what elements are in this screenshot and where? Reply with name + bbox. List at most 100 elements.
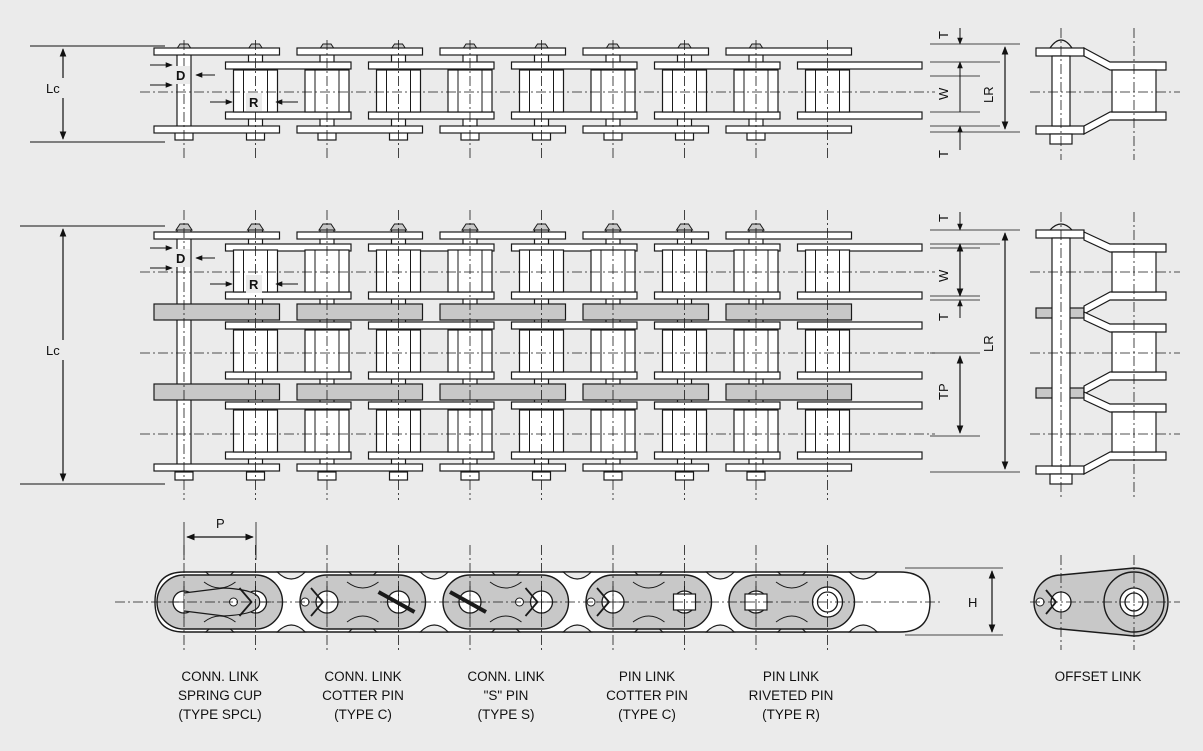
triple-strand-view (140, 210, 935, 500)
h-label: H (968, 595, 977, 610)
side-inner-plate (1083, 311, 1167, 333)
svg-text:COTTER PIN: COTTER PIN (322, 688, 404, 703)
outer-plate-bottom (582, 463, 710, 472)
inner-plate-bottom (224, 451, 352, 460)
outer-plate-top (153, 47, 281, 56)
svg-text:PIN LINK: PIN LINK (763, 669, 819, 684)
svg-text:(TYPE C): (TYPE C) (334, 707, 392, 722)
inner-plate-top (367, 321, 495, 330)
side-outer-plate (1035, 125, 1085, 135)
outer-plate-bottom (296, 463, 424, 472)
side-inner-plate (1083, 231, 1167, 253)
single-strand-view (140, 40, 935, 158)
d-label-single: D (176, 68, 185, 83)
inner-plate-bottom (653, 291, 781, 300)
svg-text:PIN LINK: PIN LINK (619, 669, 675, 684)
caption-spcl: CONN. LINK SPRING CUP (TYPE SPCL) (178, 669, 262, 722)
inner-plate-top (796, 401, 923, 410)
inner-plate-bottom (510, 451, 638, 460)
outer-plate-bottom (153, 463, 281, 472)
pin-head (246, 223, 265, 231)
outer-plate-top (153, 231, 281, 240)
svg-text:(TYPE R): (TYPE R) (762, 707, 820, 722)
side-outer-plate (1035, 229, 1085, 239)
inner-plate-top (224, 243, 352, 252)
pin-head (747, 223, 765, 231)
single-side-view (1030, 28, 1180, 160)
center-plate (725, 303, 853, 321)
svg-text:CONN. LINK: CONN. LINK (181, 669, 258, 684)
lc-label-triple: Lc (46, 343, 60, 358)
side-inner-plate (1083, 46, 1167, 71)
lr-label-triple: LR (981, 335, 996, 352)
outer-link (585, 574, 713, 630)
outer-plate-top (582, 47, 710, 56)
cotter-pin (238, 587, 253, 617)
link-profile-view (115, 545, 1180, 650)
lr-label-single: LR (981, 86, 996, 103)
center-plate (153, 303, 281, 321)
dim-twr-triple: T W T TP LR (930, 212, 1020, 473)
inner-plate-top (653, 61, 781, 70)
inner-plate-bottom (510, 111, 638, 120)
svg-text:(TYPE S): (TYPE S) (477, 707, 534, 722)
pin-head (318, 223, 336, 231)
outer-plate-top (582, 231, 710, 240)
offset-link (1030, 555, 1180, 650)
inner-plate-bottom (510, 371, 638, 380)
svg-text:CONN. LINK: CONN. LINK (467, 669, 544, 684)
r-label-single: R (249, 95, 259, 110)
side-inner-plate (1083, 111, 1167, 136)
t-label-triple-mid: T (936, 313, 951, 321)
lc-label-single: Lc (46, 81, 60, 96)
inner-plate-top (367, 61, 495, 70)
pin-head (175, 223, 193, 231)
dim-r-triple: R (210, 275, 298, 293)
inner-plate-top (224, 321, 352, 330)
svg-text:COTTER PIN: COTTER PIN (606, 688, 688, 703)
inner-plate-top (367, 243, 495, 252)
outer-plate-bottom (153, 125, 281, 134)
pin-head (604, 223, 622, 231)
center-plate (582, 303, 710, 321)
center-plate (296, 383, 424, 401)
svg-text:"S" PIN: "S" PIN (484, 688, 529, 703)
w-label-single: W (936, 87, 951, 100)
dim-r-single: R (210, 93, 298, 111)
tp-label: TP (936, 383, 951, 400)
inner-plate-bottom (796, 451, 923, 460)
side-inner-plate (1083, 291, 1167, 316)
s-pin (449, 590, 487, 614)
caption-offset: OFFSET LINK (1055, 669, 1142, 684)
outer-plate-top (296, 47, 424, 56)
inner-plate-top (224, 61, 352, 70)
outer-plate-bottom (725, 125, 853, 134)
pin-head (389, 223, 408, 231)
triple-side-view (1030, 212, 1180, 500)
inner-plate-bottom (653, 371, 781, 380)
inner-plate-top (653, 243, 781, 252)
inner-plate-top (653, 321, 781, 330)
dim-d-single: D (150, 62, 215, 88)
outer-link (442, 574, 570, 630)
side-outer-plate (1035, 47, 1085, 57)
inner-plate-bottom (367, 111, 495, 120)
svg-text:(TYPE C): (TYPE C) (618, 707, 676, 722)
s-pin (377, 590, 416, 614)
dim-d-triple: D (150, 245, 215, 271)
pin-head (532, 223, 551, 231)
w-label-triple: W (936, 269, 951, 282)
dim-lc-single: Lc (30, 45, 165, 143)
pin-head (675, 223, 694, 231)
dim-pitch: P (183, 516, 257, 560)
dim-lc-triple: Lc (20, 225, 165, 485)
side-inner-plate (1083, 371, 1167, 396)
inner-plate-top (796, 243, 923, 252)
dim-twr-single: T W T LR (930, 28, 1020, 158)
center-plate (153, 383, 281, 401)
inner-plate-top (796, 321, 923, 330)
svg-text:(TYPE SPCL): (TYPE SPCL) (178, 707, 261, 722)
caption-conn-s: CONN. LINK "S" PIN (TYPE S) (467, 669, 544, 722)
inner-plate-bottom (367, 371, 495, 380)
side-outer-plate (1035, 465, 1085, 475)
